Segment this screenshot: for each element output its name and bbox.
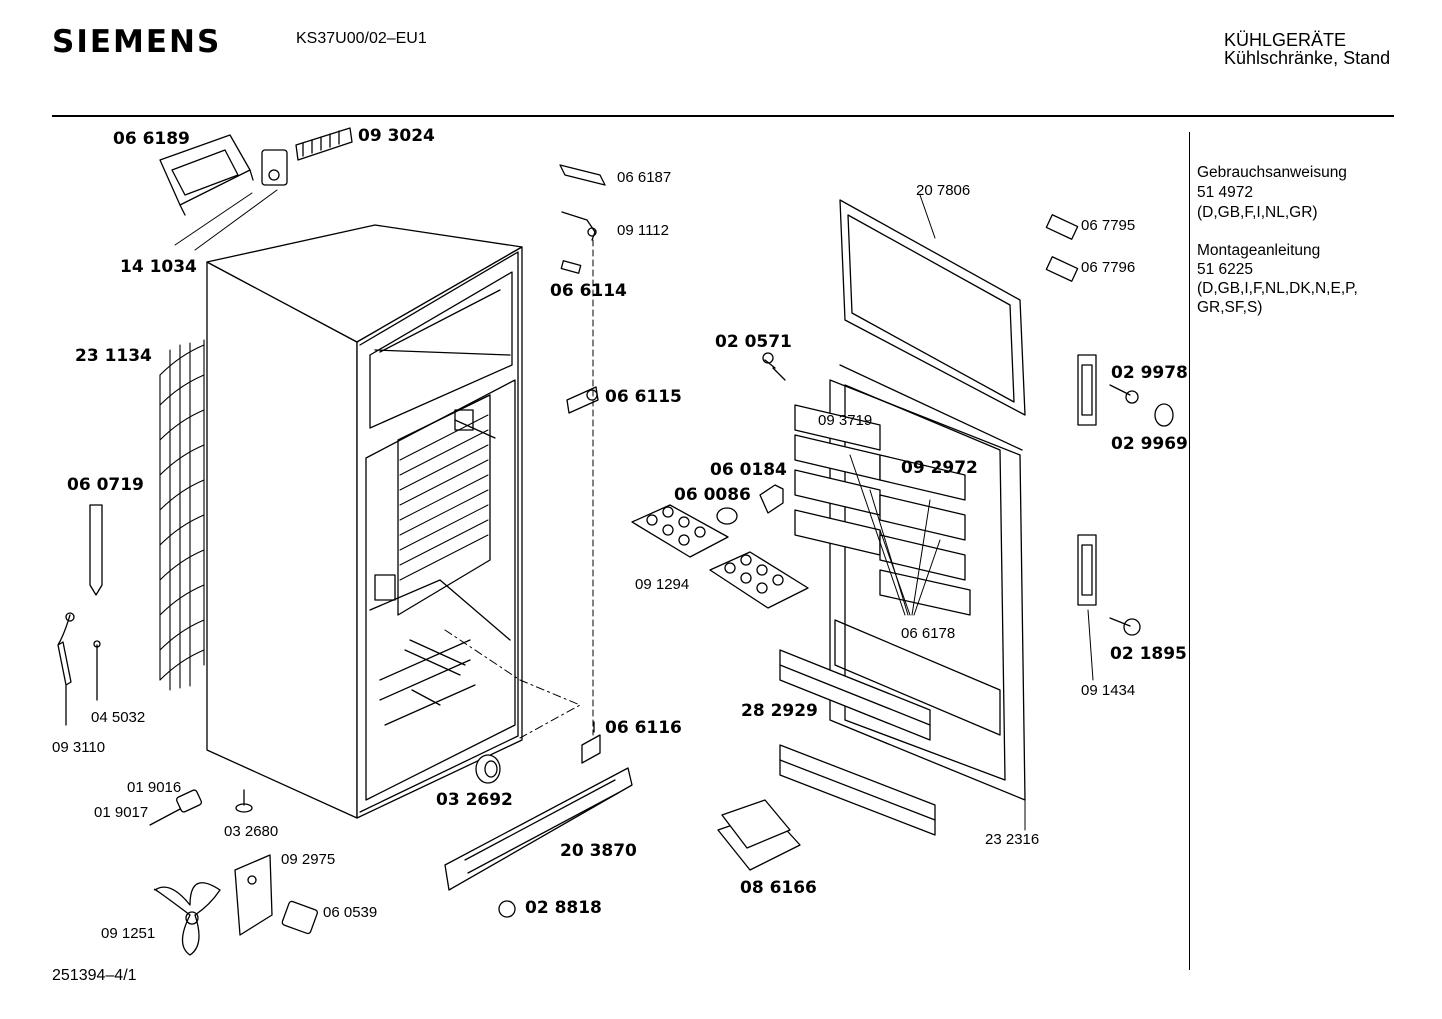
leader-lines <box>850 195 1093 830</box>
part-label-032692: 03 2692 <box>436 790 513 810</box>
siemens-logo: SIEMENS <box>52 24 222 60</box>
part-label-141034: 14 1034 <box>120 257 197 277</box>
part-label-029978: 02 9978 <box>1111 363 1188 383</box>
part-label-067795: 06 7795 <box>1081 217 1136 234</box>
part-label-020571: 02 0571 <box>715 332 792 352</box>
pin-and-sleeve <box>150 789 202 825</box>
egg-tray-1 <box>632 505 728 557</box>
part-label-232316: 23 2316 <box>985 831 1040 848</box>
fan-motor <box>281 901 318 935</box>
sensor-cable <box>58 613 74 725</box>
ventilation-grille <box>445 768 632 890</box>
model-number: KS37U00/02–EU1 <box>296 30 427 47</box>
bottle-rack-lower <box>780 745 935 835</box>
manual-languages: (D,GB,F,I,NL,GR) <box>1197 204 1318 221</box>
screw-pivot <box>765 360 785 380</box>
handle-upper <box>1078 355 1096 425</box>
part-label-282929: 28 2929 <box>741 701 818 721</box>
foot-pad-2 <box>1046 257 1077 282</box>
part-label-066114: 06 6114 <box>550 281 627 301</box>
part-label-093110: 09 3110 <box>52 739 106 756</box>
screw-lower <box>1110 618 1130 626</box>
sidebar-divider <box>1189 132 1190 970</box>
condenser-coil <box>160 340 204 690</box>
category-title: KÜHLGERÄTE <box>1224 30 1347 50</box>
part-label-067796: 06 7796 <box>1081 259 1136 276</box>
part-label-060086: 06 0086 <box>674 485 751 505</box>
hinge-parts <box>560 165 605 763</box>
part-label-091294: 09 1294 <box>635 576 690 593</box>
thermostat-part <box>262 150 287 185</box>
part-label-028818: 02 8818 <box>525 898 602 918</box>
door-heater-tube <box>90 505 102 595</box>
part-label-091112: 09 1112 <box>617 222 669 239</box>
part-label-207806: 20 7806 <box>916 182 971 199</box>
diagram-code: 251394–4/1 <box>52 967 137 984</box>
part-label-032680: 03 2680 <box>224 823 279 840</box>
part-label-019017: 01 9017 <box>94 804 149 821</box>
fan-blade <box>154 883 220 955</box>
part-label-029969: 02 9969 <box>1111 434 1188 454</box>
light-housing <box>160 135 253 215</box>
leveling-foot <box>236 790 252 812</box>
part-label-066115: 06 6115 <box>605 387 682 407</box>
egg-tray-2 <box>710 552 808 608</box>
sensor-probe <box>94 641 100 700</box>
part-label-203870: 20 3870 <box>560 841 637 861</box>
header-divider <box>52 115 1394 117</box>
clip-part <box>760 485 783 513</box>
category-subtitle: Kühlschränke, Stand <box>1224 48 1391 68</box>
cabinet-body <box>207 225 522 818</box>
part-label-021895: 02 1895 <box>1110 644 1187 664</box>
part-label-093719: 09 3719 <box>818 412 873 429</box>
door-shelves <box>795 405 970 615</box>
part-label-092972: 09 2972 <box>901 458 978 478</box>
terminal-strip <box>296 128 352 160</box>
part-label-060184: 06 0184 <box>710 460 787 480</box>
manual-title: Gebrauchsanweisung <box>1197 164 1347 181</box>
bottom-roller <box>476 755 500 783</box>
part-label-092975: 09 2975 <box>281 851 336 868</box>
bottle-rack-upper <box>780 650 930 740</box>
part-label-091251: 09 1251 <box>101 925 156 942</box>
part-label-066189: 06 6189 <box>113 129 190 149</box>
door-stop <box>717 508 737 524</box>
part-label-231134: 23 1134 <box>75 346 152 366</box>
part-label-066116: 06 6116 <box>605 718 682 738</box>
foot-pad-1 <box>1046 215 1077 240</box>
part-label-060539: 06 0539 <box>323 904 378 921</box>
install-title: Montageanleitung <box>1197 242 1321 259</box>
part-label-066187: 06 6187 <box>617 169 672 186</box>
part-label-091434: 09 1434 <box>1081 682 1136 699</box>
install-languages-line2: GR,SF,S) <box>1197 299 1263 316</box>
part-label-093024: 09 3024 <box>358 126 435 146</box>
fan-motor-bracket <box>235 855 272 935</box>
install-number: 51 6225 <box>1197 261 1254 278</box>
part-label-045032: 04 5032 <box>91 709 146 726</box>
install-languages-line1: (D,GB,I,F,NL,DK,N,E,P, <box>1197 280 1358 297</box>
part-label-086166: 08 6166 <box>740 878 817 898</box>
manual-number: 51 4972 <box>1197 184 1254 201</box>
handle-lower <box>1078 535 1096 605</box>
butter-box <box>718 800 800 870</box>
part-label-060719: 06 0719 <box>67 475 144 495</box>
cover-cap <box>1155 404 1173 426</box>
cap-part <box>499 901 515 917</box>
part-label-066178: 06 6178 <box>901 625 956 642</box>
part-label-019016: 01 9016 <box>127 779 182 796</box>
